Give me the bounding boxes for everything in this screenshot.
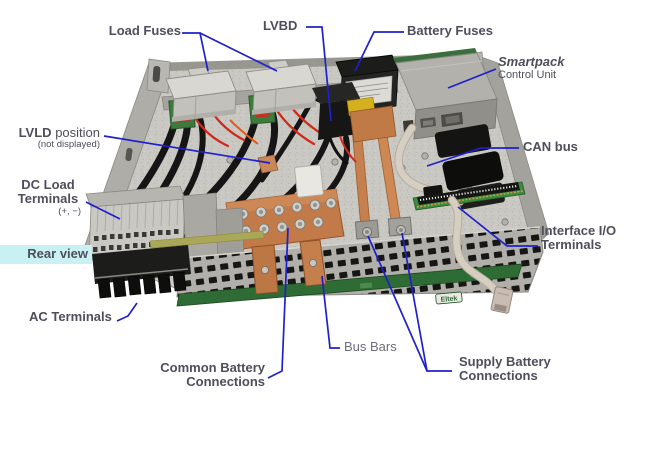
label-lvbd: LVBD [263,18,298,33]
load-fuse-1 [165,66,237,122]
supply-battery-line1: Supply Battery [459,354,551,369]
label-interface-io: Interface I/O Terminals [541,223,617,253]
label-smartpack: Smartpack Control Unit [498,54,565,82]
leader-interface-io [457,206,538,247]
interface-io-strip [412,181,526,211]
leader-ac-terminals [116,302,138,322]
load-fuse-2 [245,59,317,115]
leader-dc-load [85,201,121,220]
leader-battery-fuses [354,31,404,72]
leader-lvld [103,135,271,164]
leader-supply-battery-b [401,232,428,372]
leader-load-fuses-b [199,32,278,72]
dc-load-line1: DC Load [21,177,75,192]
common-battery-line1: Common Battery [160,360,265,375]
dc-load-terminal-block [85,185,265,263]
label-supply-battery: Supply Battery Connections [459,354,551,384]
can-cable-lower [447,195,514,314]
label-load-fuses: Load Fuses [108,23,181,38]
label-common-battery: Common Battery Connections [150,360,265,390]
smartpack-name: Smartpack [498,54,565,69]
leader-lvbd [306,26,332,122]
bottom-pcb: Eltek [176,263,523,307]
pcb-brand-logo: Eltek [440,295,457,303]
label-ac-terminals: AC Terminals [29,309,112,324]
common-battery-line2: Connections [186,374,265,390]
lvbd-contactor [312,82,397,166]
label-can-bus: CAN bus [523,139,578,154]
lvld-mount-position [257,154,279,174]
supply-battery-line2: Connections [459,368,538,384]
rear-view-caption: Rear view [0,245,92,264]
lvld-rest: position [55,125,100,140]
leader-lines [85,26,538,379]
leader-can-bus [426,147,519,167]
label-dc-load: DC Load Terminals (+, −) [12,177,84,217]
label-bus-bars: Bus Bars [344,339,397,354]
dc-load-note: (+, −) [58,205,81,217]
lvld-note: (not displayed) [37,139,100,151]
label-battery-fuses: Battery Fuses [407,23,493,38]
leader-bus-bars [321,275,340,349]
interface-io-line1: Interface I/O [541,223,617,238]
lvld-bold: LVLD [18,125,52,140]
leader-common-battery [267,227,289,379]
dc-load-line2: Terminals [17,191,79,207]
leader-smartpack [447,68,497,89]
common-battery-straps [251,239,327,295]
ac-terminal-block [92,245,191,299]
label-lvld: LVLD position (not displayed) [10,125,100,151]
smartpack-unit [393,48,498,140]
interface-io-line2: Terminals [541,237,602,253]
smartpack-subtitle: Control Unit [498,69,557,82]
rj45-connector [490,286,514,314]
